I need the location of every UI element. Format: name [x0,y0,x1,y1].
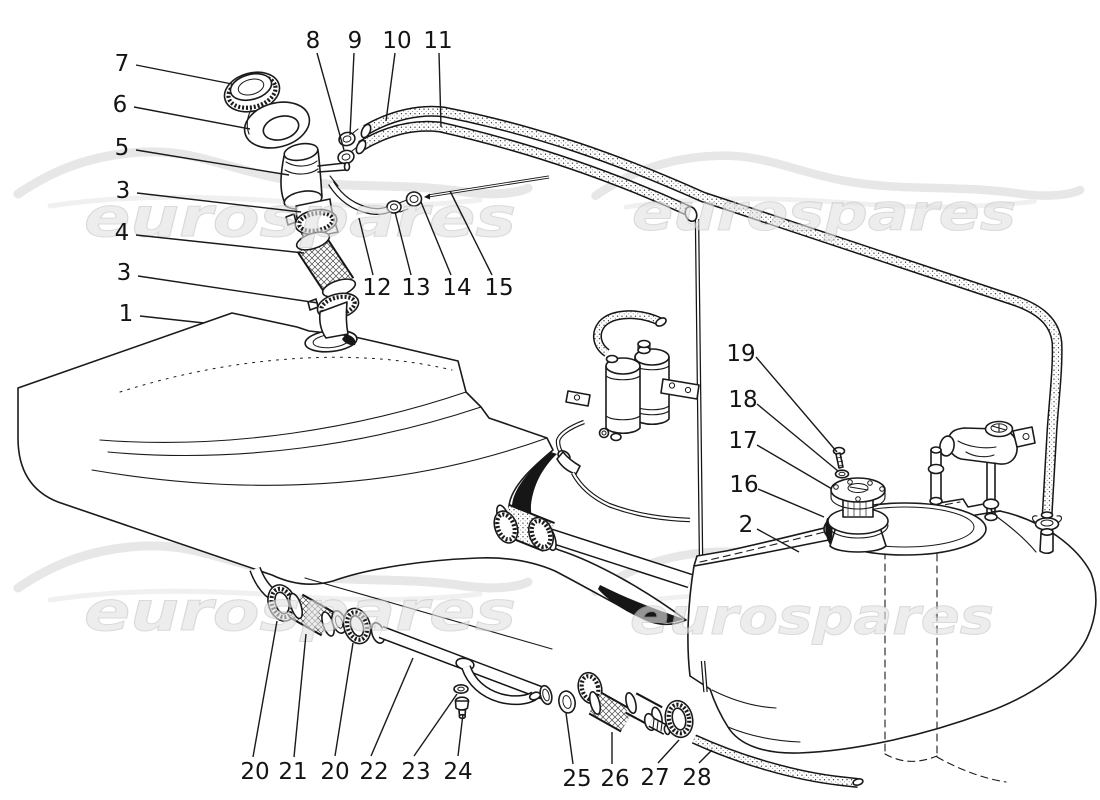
leader-line-14 [420,201,452,276]
braided-hose-26 [588,691,602,715]
leader-line-2 [756,528,800,553]
leader-line-11 [438,52,442,128]
watermark-text: eurospares [84,580,516,643]
part-label-17: 17 [728,428,757,454]
hose-end [355,139,367,155]
watermark-text: eurospares [632,184,1016,242]
leader-line-3 [137,275,319,304]
neck-pin [343,161,351,172]
part-label-1: 1 [119,301,134,327]
part-label-3: 3 [116,178,131,204]
leader-line-18 [756,403,839,472]
part-label-26: 26 [600,766,629,792]
leader-line-16 [757,488,825,518]
braided-hose-4 [295,231,331,251]
breather-hoses [354,111,1057,517]
part-label-15: 15 [484,275,513,301]
leader-line-15 [449,190,493,276]
part-label-11: 11 [423,28,452,54]
hose-junction [684,205,698,223]
leader-line-1 [139,315,205,324]
part-label-4: 4 [115,220,130,246]
part-label-24: 24 [443,759,472,785]
part-label-25: 25 [562,766,591,792]
leader-line-7 [135,64,233,85]
part-label-7: 7 [115,51,130,77]
rod-tip [424,193,430,200]
leader-line-20 [252,620,278,758]
vent-rod-lower [703,661,706,692]
vent-fittings [331,128,551,213]
leader-line-13 [394,211,412,276]
leader-line-19 [755,356,838,453]
part-label-27: 27 [640,765,669,791]
watermark-text: eurospares [630,588,994,646]
filler-neck-assembly [223,71,360,346]
leader-line-28 [698,749,713,764]
vapor-valve-assembly [927,420,1036,522]
leader-line-4 [135,234,305,254]
interconnect-pipe-assembly [255,569,553,720]
leader-line-6 [133,106,251,130]
filler-lower-tube [318,301,349,339]
part-label-12: 12 [362,275,391,301]
leader-line-9 [349,52,355,136]
leader-line-25 [565,712,574,765]
part-label-3: 3 [117,260,132,286]
part-label-18: 18 [728,387,757,413]
part-label-23: 23 [401,759,430,785]
part-label-2: 2 [739,512,754,538]
part-label-5: 5 [115,135,130,161]
tank2-breather-stub [1032,511,1062,555]
leader-line-20 [334,642,354,757]
part-label-16: 16 [729,472,758,498]
part-label-6: 6 [113,92,128,118]
fuel-pump-assembly [556,315,700,520]
leader-line-5 [135,149,290,176]
leader-line-17 [756,444,833,490]
braided-hose-21 [288,592,304,620]
leader-line-22 [370,657,414,757]
part-label-10: 10 [382,28,411,54]
leader-line-3 [136,192,302,213]
leader-line-10 [385,52,396,122]
part-label-21: 21 [278,759,307,785]
fuel-level-sender [823,446,987,556]
leader-line-23 [413,693,458,757]
part-label-13: 13 [401,275,430,301]
watermark-text: eurospares [84,186,516,249]
part-label-19: 19 [726,341,755,367]
leader-line-12 [358,217,374,276]
foot-shadow [598,585,684,623]
leader-line-8 [316,52,345,151]
part-label-20: 20 [320,759,349,785]
part-label-22: 22 [359,759,388,785]
part-label-9: 9 [348,28,363,54]
part-label-20: 20 [240,759,269,785]
tank1-outlet-hose [490,503,690,581]
drain-hose-assembly [558,671,864,786]
leader-line-21 [293,633,307,758]
part-label-28: 28 [682,765,711,791]
part-label-8: 8 [306,28,321,54]
part-label-14: 14 [442,275,471,301]
leader-line-24 [457,713,464,757]
fuel-pump-left [605,365,641,435]
hose-28-end [852,778,864,786]
leader-line-27 [657,739,680,764]
hose-end [360,123,372,139]
watermark-text-layer: eurospares eurospares eurospares eurospares [84,184,1017,647]
